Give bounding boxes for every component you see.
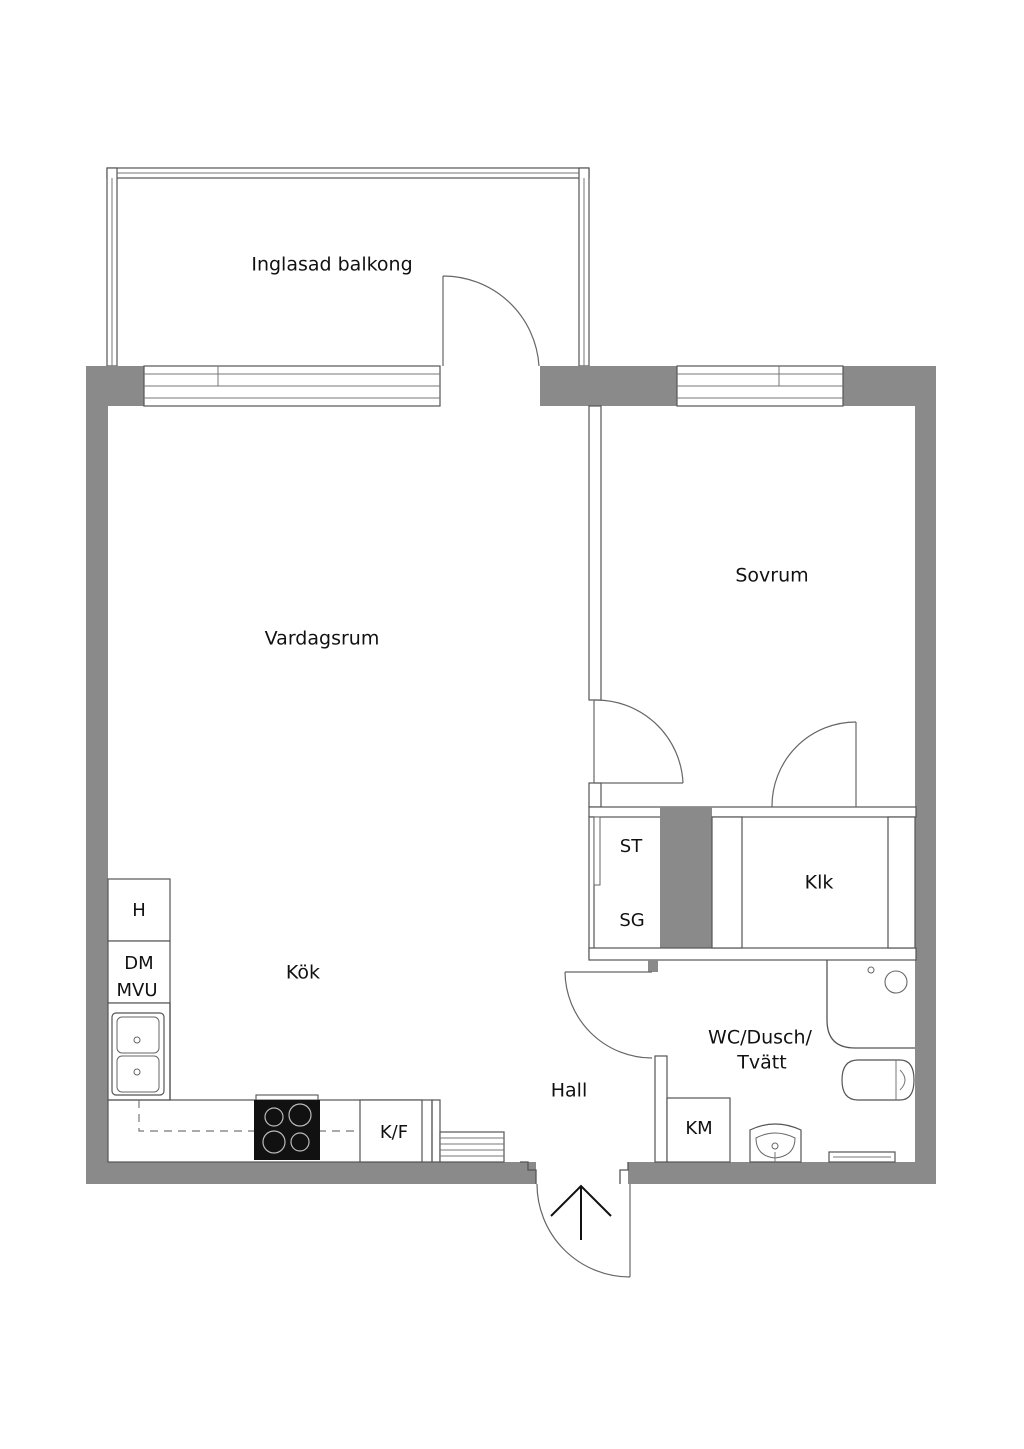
stove-icon: [254, 1094, 320, 1160]
fixture-label-heater: H: [132, 900, 146, 921]
interior-walls: [431, 405, 917, 1163]
shower-icon: [826, 960, 915, 1049]
windows: [143, 365, 844, 407]
entrance-arrow-icon: [550, 1184, 612, 1240]
doors: [442, 275, 857, 1278]
radiator-icon: [439, 1131, 505, 1163]
room-label-bedroom: Sovrum: [735, 565, 808, 587]
exterior-walls: [86, 366, 936, 1184]
room-label-kitchen: Kök: [286, 962, 320, 984]
room-label-living-room: Vardagsrum: [265, 628, 380, 650]
room-label-balcony: Inglasad balkong: [251, 254, 412, 276]
fixture-label-washer: KM: [685, 1118, 712, 1139]
room-label-hall: Hall: [551, 1080, 588, 1102]
room-label-closet: Klk: [805, 872, 834, 894]
fixture-label-microwave: MVU: [116, 980, 157, 1001]
toilet-icon: [841, 1059, 915, 1101]
room-label-bathroom-line1: WC/Dusch/: [708, 1027, 813, 1049]
washing-machine: [666, 1097, 731, 1163]
fixture-label-storage: ST: [620, 836, 643, 857]
sink-icon: [111, 1012, 165, 1096]
fixture-label-wardrobe: SG: [619, 910, 644, 931]
balcony: [106, 167, 590, 367]
washbasin-icon: [749, 1123, 802, 1163]
bath-shelf: [828, 1151, 896, 1163]
fixture-label-fridge-freezer: K/F: [380, 1122, 408, 1143]
fixture-label-dishwasher: DM: [124, 953, 153, 974]
storage-cabinets: [593, 816, 916, 949]
room-label-bathroom-line2: Tvätt: [736, 1052, 786, 1074]
